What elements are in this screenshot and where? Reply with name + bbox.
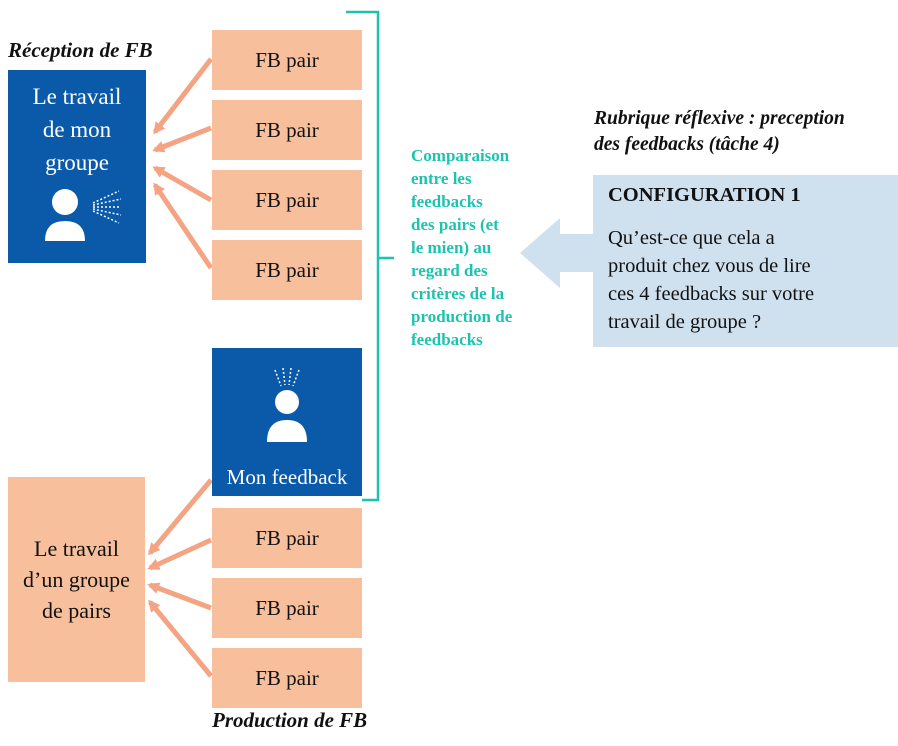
comparison-line: feedbacks <box>411 330 483 349</box>
peer-group-box: Le travail d’un groupe de pairs <box>8 477 145 682</box>
fb-pair-box-5: FB pair <box>212 508 362 568</box>
my-group-line-3: groupe <box>45 150 109 175</box>
comparison-line: feedbacks <box>411 192 483 211</box>
rubric-arrow <box>520 218 596 288</box>
fb-pair-box-7: FB pair <box>212 648 362 708</box>
configuration-question: Qu’est-ce que cela a produit chez vous d… <box>608 224 888 336</box>
question-line-3: ces 4 feedbacks sur votre <box>608 283 815 305</box>
arrow-fb4-to-group <box>152 182 214 270</box>
reception-label: Réception de FB <box>8 38 153 62</box>
peer-group-line-1: Le travail <box>34 536 119 561</box>
arrow-fb3-to-group <box>152 165 213 203</box>
comparison-line: des pairs (et <box>411 215 499 234</box>
rubric-title: Rubrique réflexive : preception des feed… <box>594 106 894 158</box>
production-label: Production de FB <box>212 708 368 732</box>
question-line-1: Qu’est-ce que cela a <box>608 227 775 249</box>
my-group-box: Le travail de mon groupe <box>8 70 146 263</box>
peer-group-line-2: d’un groupe <box>23 567 130 592</box>
arrow-fb7-to-peers <box>148 599 213 678</box>
comparison-line: regard des <box>411 261 488 280</box>
fb-pair-box-6: FB pair <box>212 578 362 638</box>
arrow-fb6-to-peers <box>147 582 212 611</box>
comparison-line: production de <box>411 307 513 326</box>
arrow-fb1-to-group <box>153 57 213 135</box>
my-group-line-2: de mon <box>42 117 112 142</box>
question-line-4: travail de groupe ? <box>608 311 762 333</box>
fb-pair-box-1: FB pair <box>212 30 362 90</box>
comparison-line: critères de la <box>411 284 505 303</box>
rubric-title-line-2: des feedbacks (tâche 4) <box>594 134 780 155</box>
comparison-line: Comparaison <box>411 146 510 165</box>
fb-pair-box-2: FB pair <box>212 100 362 160</box>
my-feedback-box: Mon feedback <box>212 348 362 496</box>
arrow-mine-to-peers <box>148 478 213 556</box>
fb-pair-box-4: FB pair <box>212 240 362 300</box>
configuration-title: CONFIGURATION 1 <box>608 184 801 206</box>
person-speaking-icon <box>267 367 307 442</box>
comparison-line: entre les <box>411 169 472 188</box>
arrow-fb2-to-group <box>152 125 212 153</box>
arrow-fb5-to-peers <box>147 537 213 571</box>
person-receiving-icon <box>45 189 122 241</box>
comparison-line: le mien) au <box>411 238 492 257</box>
my-feedback-label: Mon feedback <box>226 465 348 489</box>
my-group-line-1: Le travail <box>32 84 122 109</box>
peer-group-line-3: de pairs <box>41 598 111 623</box>
question-line-2: produit chez vous de lire <box>608 255 811 277</box>
comparison-text: Comparaison entre les feedbacks des pair… <box>411 144 546 351</box>
rubric-title-line-1: Rubrique réflexive : preception <box>594 108 845 129</box>
comparison-bracket <box>346 10 394 502</box>
configuration-box: CONFIGURATION 1 Qu’est-ce que cela a pro… <box>593 175 898 347</box>
fb-pair-box-3: FB pair <box>212 170 362 230</box>
